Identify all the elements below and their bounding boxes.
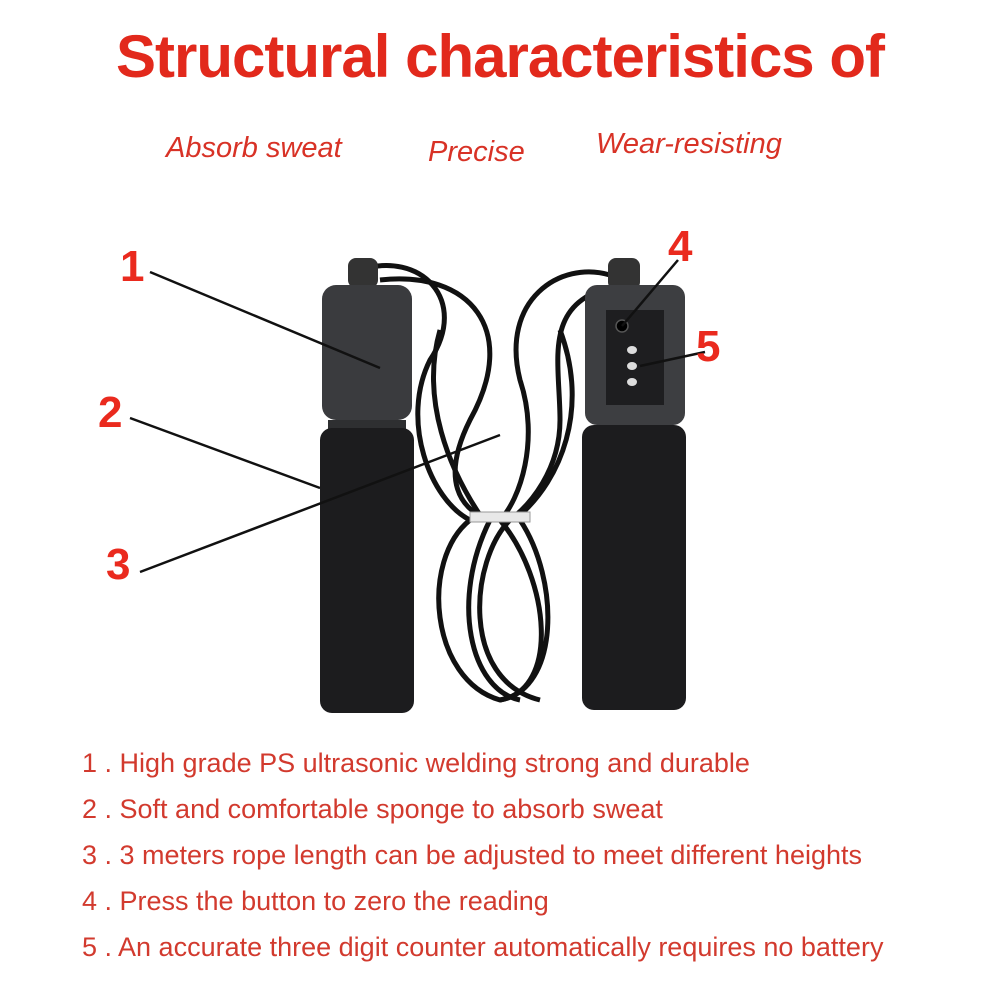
callout-4: 4 bbox=[668, 222, 693, 271]
feature-description-list: 1 . High grade PS ultrasonic welding str… bbox=[82, 740, 883, 970]
rope bbox=[359, 263, 621, 703]
rope-tie bbox=[469, 511, 531, 523]
callout-lines bbox=[129, 259, 706, 574]
callout-1: 1 bbox=[120, 242, 145, 291]
description-item: 5 . An accurate three digit counter auto… bbox=[82, 932, 884, 962]
digit-counter-icon bbox=[627, 346, 637, 386]
right-handle bbox=[582, 258, 686, 710]
feature-absorb-sweat: Absorb sweat bbox=[166, 132, 342, 164]
callout-2: 2 bbox=[98, 388, 123, 437]
left-handle bbox=[320, 258, 414, 713]
jump-rope-illustration bbox=[129, 258, 706, 713]
feature-precise: Precise bbox=[428, 136, 525, 168]
description-item: 2 . Soft and comfortable sponge to absor… bbox=[82, 794, 663, 824]
description-item: 4 . Press the button to zero the reading bbox=[82, 886, 549, 916]
description-item: 1 . High grade PS ultrasonic welding str… bbox=[82, 748, 750, 778]
counter-window bbox=[606, 310, 664, 405]
callout-3: 3 bbox=[106, 540, 131, 589]
description-item: 3 . 3 meters rope length can be adjusted… bbox=[82, 840, 862, 870]
callout-5: 5 bbox=[696, 322, 721, 371]
page-title: Structural characteristics of bbox=[116, 23, 885, 90]
feature-wear-resisting: Wear-resisting bbox=[596, 128, 782, 160]
